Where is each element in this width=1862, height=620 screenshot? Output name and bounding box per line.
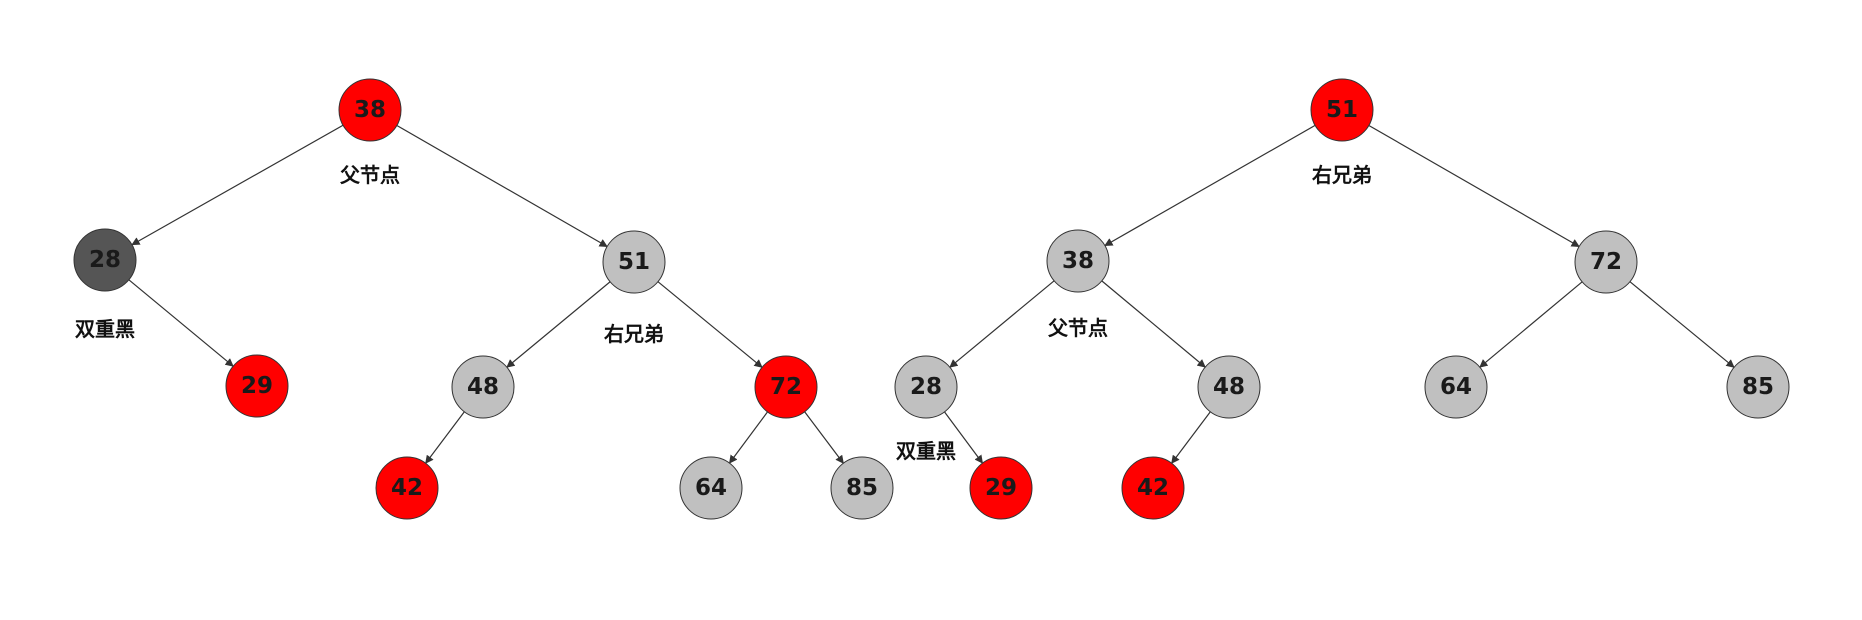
tree-edge [943, 411, 984, 464]
node-circle-gray [1424, 355, 1488, 419]
node-value: 48 [1213, 374, 1245, 400]
node-circle-red [969, 456, 1033, 520]
node-value: 64 [1440, 374, 1472, 400]
tree-edge [1104, 124, 1316, 247]
tree-edge [1171, 411, 1211, 464]
tree-node: 38 [1046, 229, 1110, 293]
tree-node: 28 [894, 355, 958, 419]
tree-node: 48 [451, 355, 515, 419]
node-circle-gray [830, 456, 894, 520]
tree-edge [396, 124, 608, 248]
node-value: 38 [1062, 248, 1094, 274]
node-value: 51 [1326, 97, 1358, 123]
node-circle-gray [1197, 355, 1261, 419]
tree-node: 51 [1310, 78, 1374, 142]
node-circle-gray [451, 355, 515, 419]
tree-edge [128, 279, 234, 367]
node-value: 38 [354, 97, 386, 123]
tree-node: 28 [73, 228, 137, 292]
tree-node: 72 [1574, 230, 1638, 294]
tree-node: 64 [679, 456, 743, 520]
node-circle-gray [1574, 230, 1638, 294]
tree-edge [804, 411, 844, 464]
tree-edge [949, 280, 1055, 368]
node-circle-black [73, 228, 137, 292]
node-annotation: 右兄弟 [604, 322, 664, 346]
tree-node: 42 [1121, 456, 1185, 520]
node-value: 51 [618, 249, 650, 275]
annotations-layer: 父节点双重黑右兄弟右兄弟父节点双重黑 [75, 163, 1372, 463]
node-circle-gray [679, 456, 743, 520]
node-value: 29 [985, 475, 1017, 501]
tree-node: 48 [1197, 355, 1261, 419]
node-value: 29 [241, 373, 273, 399]
node-value: 64 [695, 475, 727, 501]
tree-node: 85 [830, 456, 894, 520]
tree-edge [425, 411, 465, 464]
node-value: 28 [910, 374, 942, 400]
tree-edge [131, 124, 344, 246]
node-value: 72 [1590, 249, 1622, 275]
nodes-layer: 38 28 51 29 48 72 42 64 85 51 38 72 28 48 64 85 29 42 [73, 78, 1790, 520]
node-circle-red [225, 354, 289, 418]
tree-node: 51 [602, 230, 666, 294]
tree-node: 64 [1424, 355, 1488, 419]
node-value: 42 [1137, 475, 1169, 501]
tree-node: 29 [225, 354, 289, 418]
node-annotation: 双重黑 [75, 317, 135, 341]
tree-edge [1629, 281, 1735, 368]
tree-edge [1479, 281, 1583, 368]
node-annotation: 父节点 [339, 163, 400, 187]
tree-node: 42 [375, 456, 439, 520]
tree-node: 72 [754, 355, 818, 419]
node-circle-red [1121, 456, 1185, 520]
edges-layer [128, 124, 1735, 464]
node-annotation: 父节点 [1047, 316, 1108, 340]
tree-edge [506, 281, 611, 368]
tree-edge [728, 411, 769, 464]
node-circle-gray [1046, 229, 1110, 293]
node-circle-red [1310, 78, 1374, 142]
tree-edge [1368, 124, 1580, 248]
node-value: 48 [467, 374, 499, 400]
node-value: 42 [391, 475, 423, 501]
node-circle-gray [602, 230, 666, 294]
tree-node: 29 [969, 456, 1033, 520]
node-annotation: 右兄弟 [1312, 163, 1372, 187]
tree-node: 85 [1726, 355, 1790, 419]
node-circle-red [375, 456, 439, 520]
tree-node: 38 [338, 78, 402, 142]
node-value: 72 [770, 374, 802, 400]
node-annotation: 双重黑 [896, 439, 956, 463]
tree-edge [1101, 280, 1206, 368]
node-value: 28 [89, 247, 121, 273]
node-circle-gray [1726, 355, 1790, 419]
node-circle-gray [894, 355, 958, 419]
tree-edge [657, 281, 763, 368]
node-value: 85 [1742, 374, 1774, 400]
node-circle-red [338, 78, 402, 142]
node-circle-red [754, 355, 818, 419]
node-value: 85 [846, 475, 878, 501]
